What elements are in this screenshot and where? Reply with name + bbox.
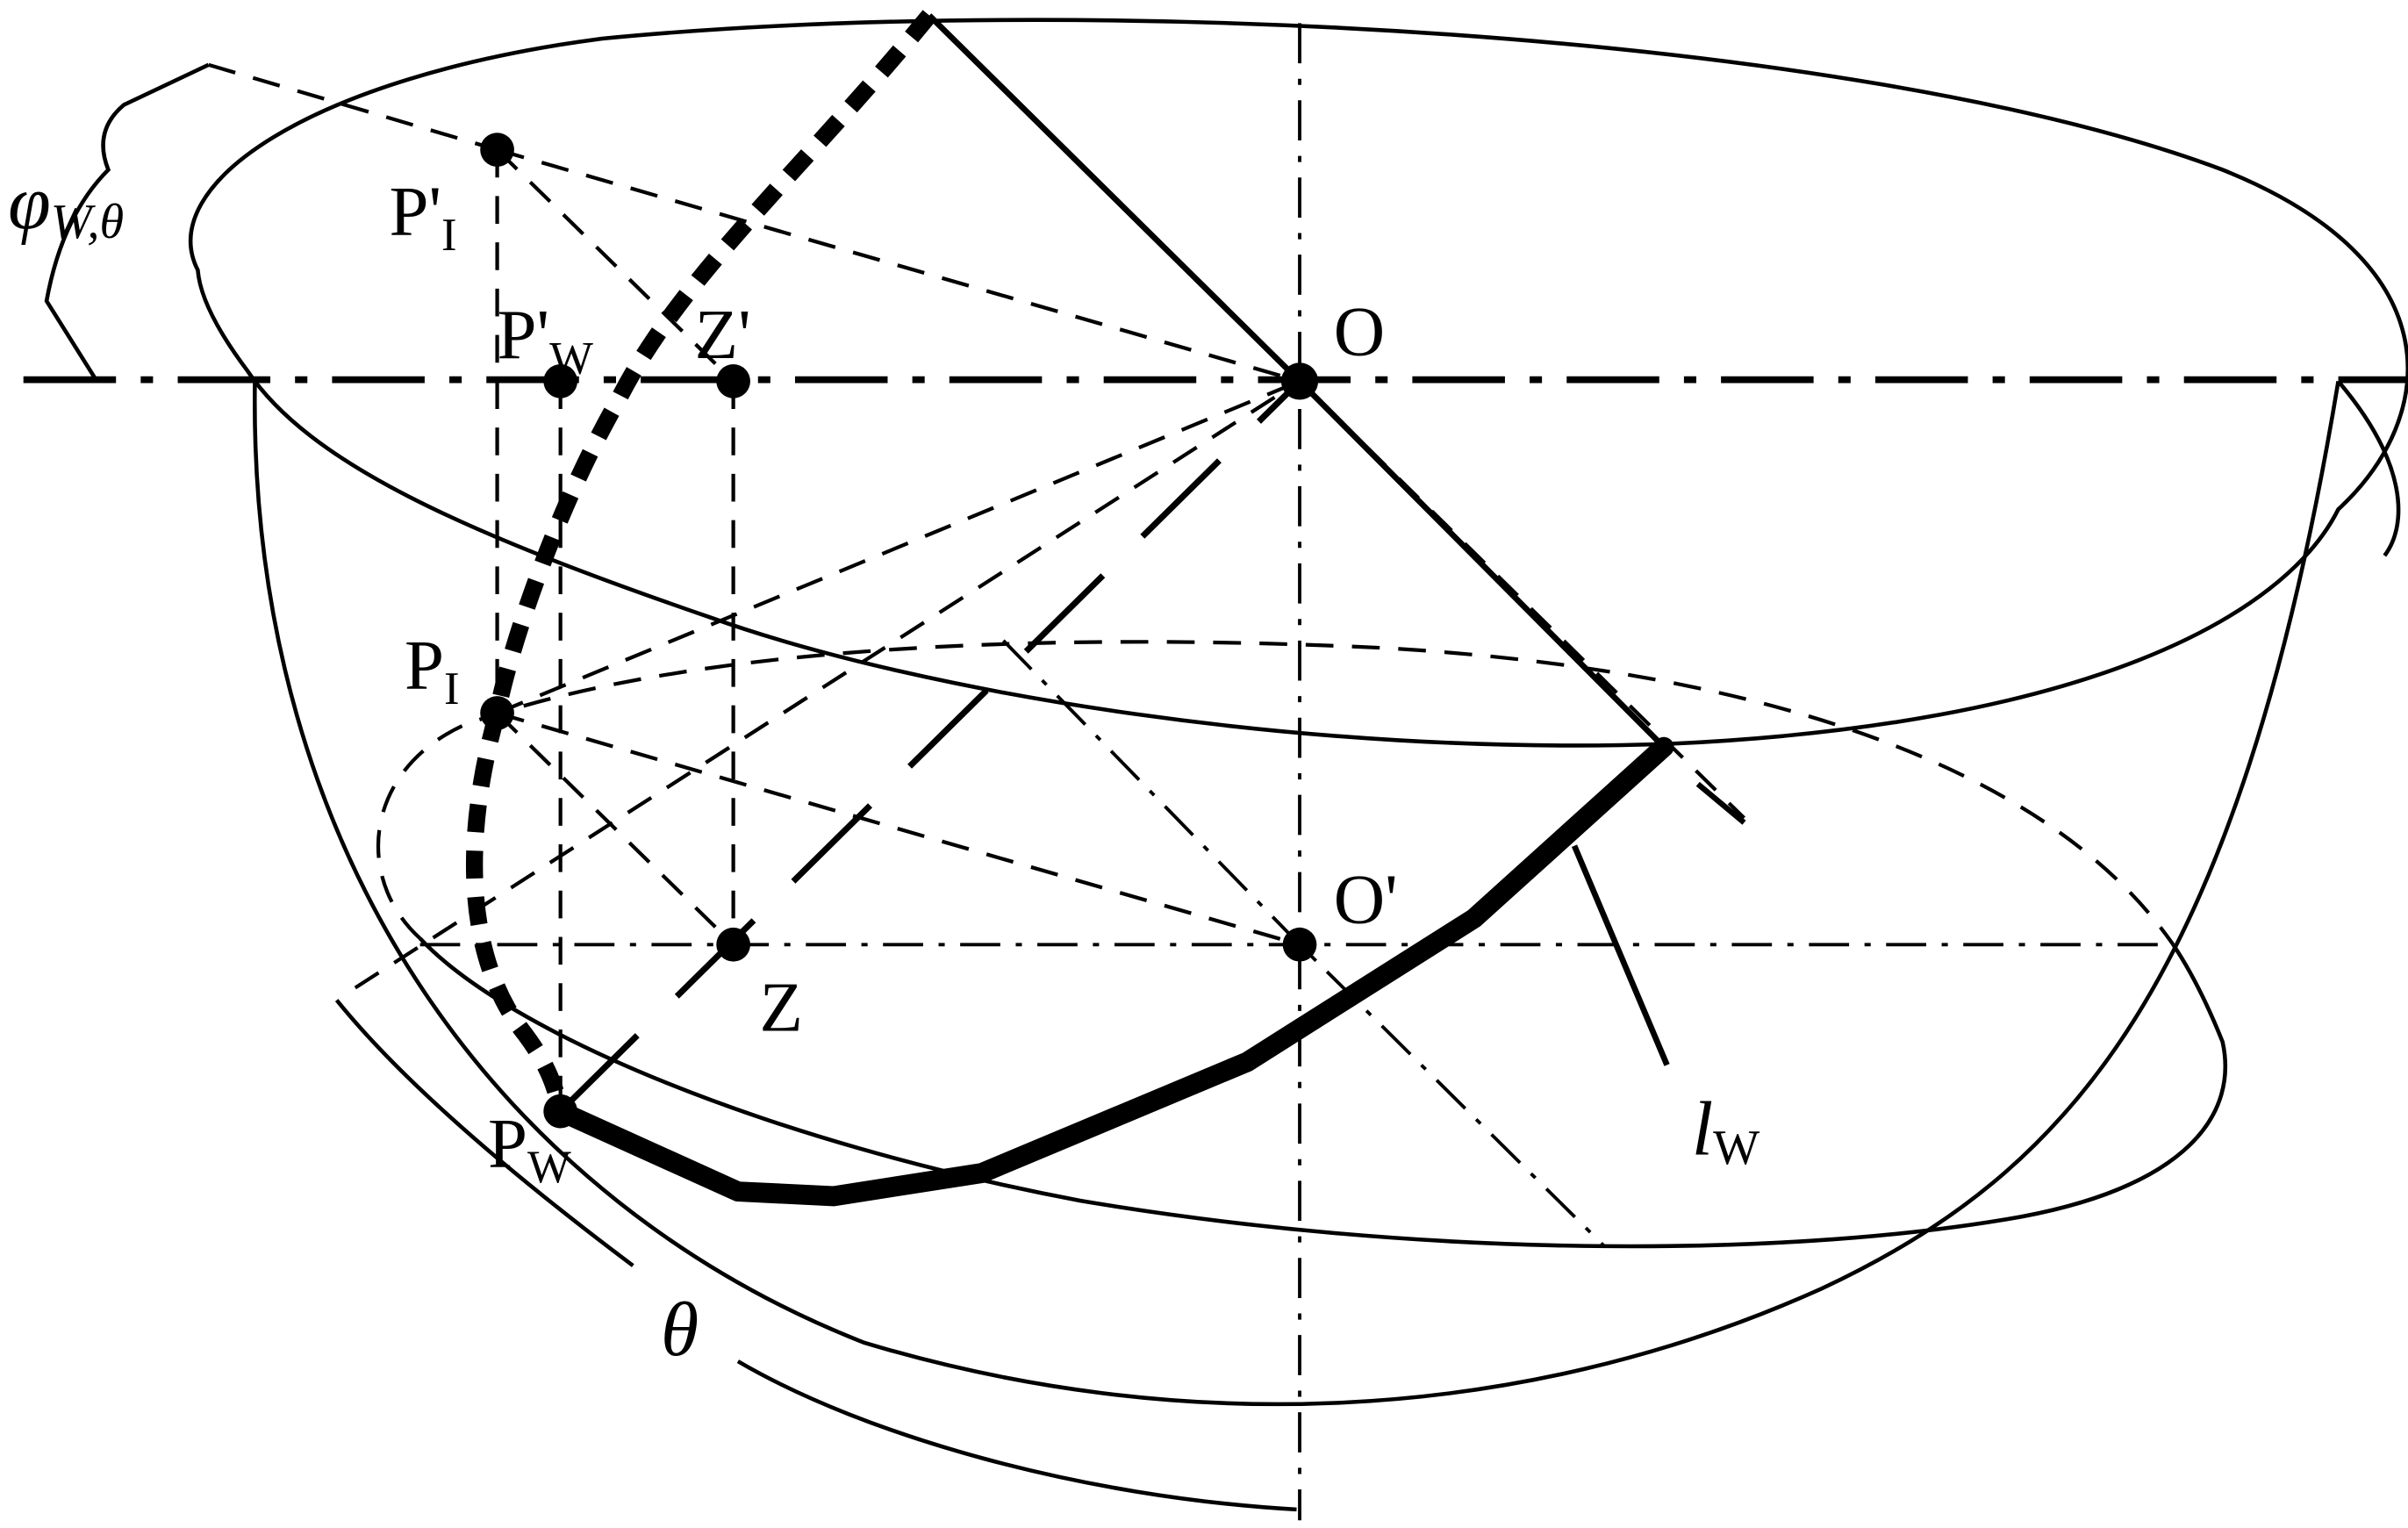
label-p-w-prime: P'W — [498, 296, 594, 384]
points — [480, 133, 1319, 1129]
theta-arc-lower — [736, 1359, 1297, 1512]
radius-tail — [1695, 781, 1746, 825]
label-theta: θ — [661, 1288, 699, 1373]
point-z — [716, 927, 750, 962]
upper-ellipse — [188, 18, 2408, 748]
label-o: O — [1334, 292, 1385, 370]
lower-ellipse-back — [376, 640, 2175, 946]
label-z: Z — [760, 969, 803, 1047]
point-p-w — [543, 1094, 578, 1129]
point-p-i — [480, 696, 514, 730]
hemisphere-outline — [253, 380, 2340, 1407]
point-o — [1280, 362, 1319, 400]
label-phi: φW,θ — [8, 161, 124, 249]
right-lobe — [2336, 379, 2401, 557]
path-lw — [550, 736, 1674, 1207]
lower-ellipse-front — [418, 936, 2228, 1249]
pw-to-o-line — [558, 378, 1302, 1114]
point-o-prime — [1282, 927, 1317, 962]
label-l-w: lW — [1692, 1087, 1760, 1175]
point-z-prime — [716, 364, 750, 398]
theta-arc — [334, 999, 634, 1267]
lw-leader — [1571, 844, 1670, 1066]
label-o-prime: O' — [1334, 861, 1398, 939]
label-z-prime: Z' — [695, 296, 751, 374]
point-p-w-prime — [543, 364, 578, 398]
path-dotted — [466, 10, 936, 1114]
label-p-w: PW — [488, 1104, 571, 1193]
label-p-i-prime: P'I — [389, 172, 456, 261]
point-p-i-prime — [480, 133, 514, 167]
label-p-i: PI — [405, 626, 460, 714]
phi-bracket — [44, 62, 210, 381]
